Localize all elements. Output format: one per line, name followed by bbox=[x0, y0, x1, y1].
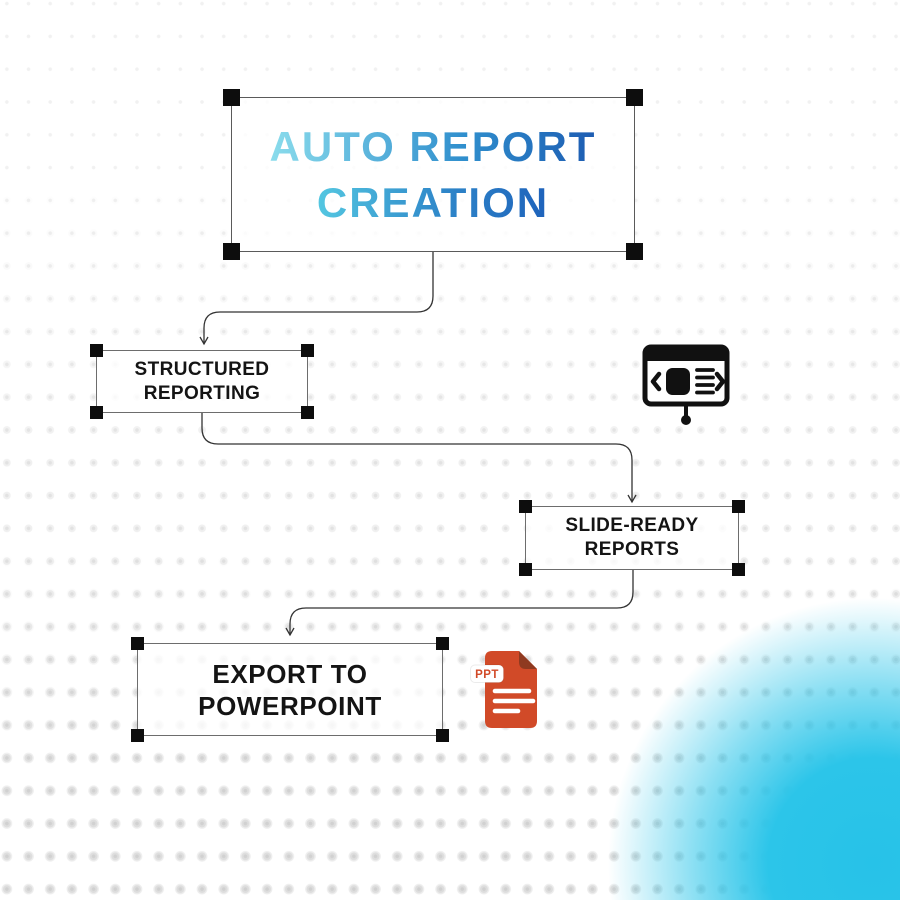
selection-handle[interactable] bbox=[519, 500, 532, 513]
node-label: REPORTING bbox=[143, 382, 261, 404]
ppt-badge-label: PPT bbox=[475, 669, 499, 681]
selection-handle[interactable] bbox=[301, 344, 314, 357]
node-label: REPORTS bbox=[584, 539, 680, 560]
selection-handle[interactable] bbox=[131, 637, 144, 650]
selection-handle[interactable] bbox=[223, 89, 240, 106]
node-label: POWERPOINT bbox=[198, 690, 382, 721]
presentation-screen-icon[interactable] bbox=[642, 344, 730, 431]
selection-handle[interactable] bbox=[436, 729, 449, 742]
node-auto-report-creation[interactable]: AUTO REPORT CREATION bbox=[223, 89, 643, 260]
selection-handle[interactable] bbox=[131, 729, 144, 742]
ppt-file-icon[interactable]: PPT bbox=[468, 649, 540, 736]
selection-handle[interactable] bbox=[519, 563, 532, 576]
edge-slide-to-export[interactable] bbox=[285, 570, 634, 637]
node-label: STRUCTURED bbox=[134, 358, 270, 380]
node-slide-ready-reports[interactable]: SLIDE-READY REPORTS bbox=[519, 500, 745, 576]
stand-base bbox=[681, 415, 691, 425]
selection-handle[interactable] bbox=[90, 406, 103, 419]
node-export-to-powerpoint[interactable]: EXPORT TO POWERPOINT bbox=[131, 637, 449, 742]
node-label: EXPORT TO bbox=[212, 658, 368, 689]
ppt-folded-corner bbox=[519, 651, 537, 669]
selection-handle[interactable] bbox=[90, 344, 103, 357]
node-structured-reporting[interactable]: STRUCTURED REPORTING bbox=[90, 344, 314, 419]
slide-thumbnail-shape bbox=[666, 368, 690, 395]
selection-handle[interactable] bbox=[732, 500, 745, 513]
selection-handle[interactable] bbox=[301, 406, 314, 419]
selection-handle[interactable] bbox=[732, 563, 745, 576]
node-label: SLIDE-READY bbox=[565, 515, 699, 536]
edge-structured-to-slide[interactable] bbox=[201, 413, 637, 504]
selection-handle[interactable] bbox=[223, 243, 240, 260]
presentation-screen-topbar bbox=[645, 347, 727, 361]
edge-title-to-structured[interactable] bbox=[199, 252, 434, 346]
selection-handle[interactable] bbox=[436, 637, 449, 650]
selection-handle[interactable] bbox=[626, 89, 643, 106]
title-line-1: AUTO REPORT bbox=[270, 119, 597, 175]
selection-handle[interactable] bbox=[626, 243, 643, 260]
title-line-2: CREATION bbox=[317, 175, 549, 231]
